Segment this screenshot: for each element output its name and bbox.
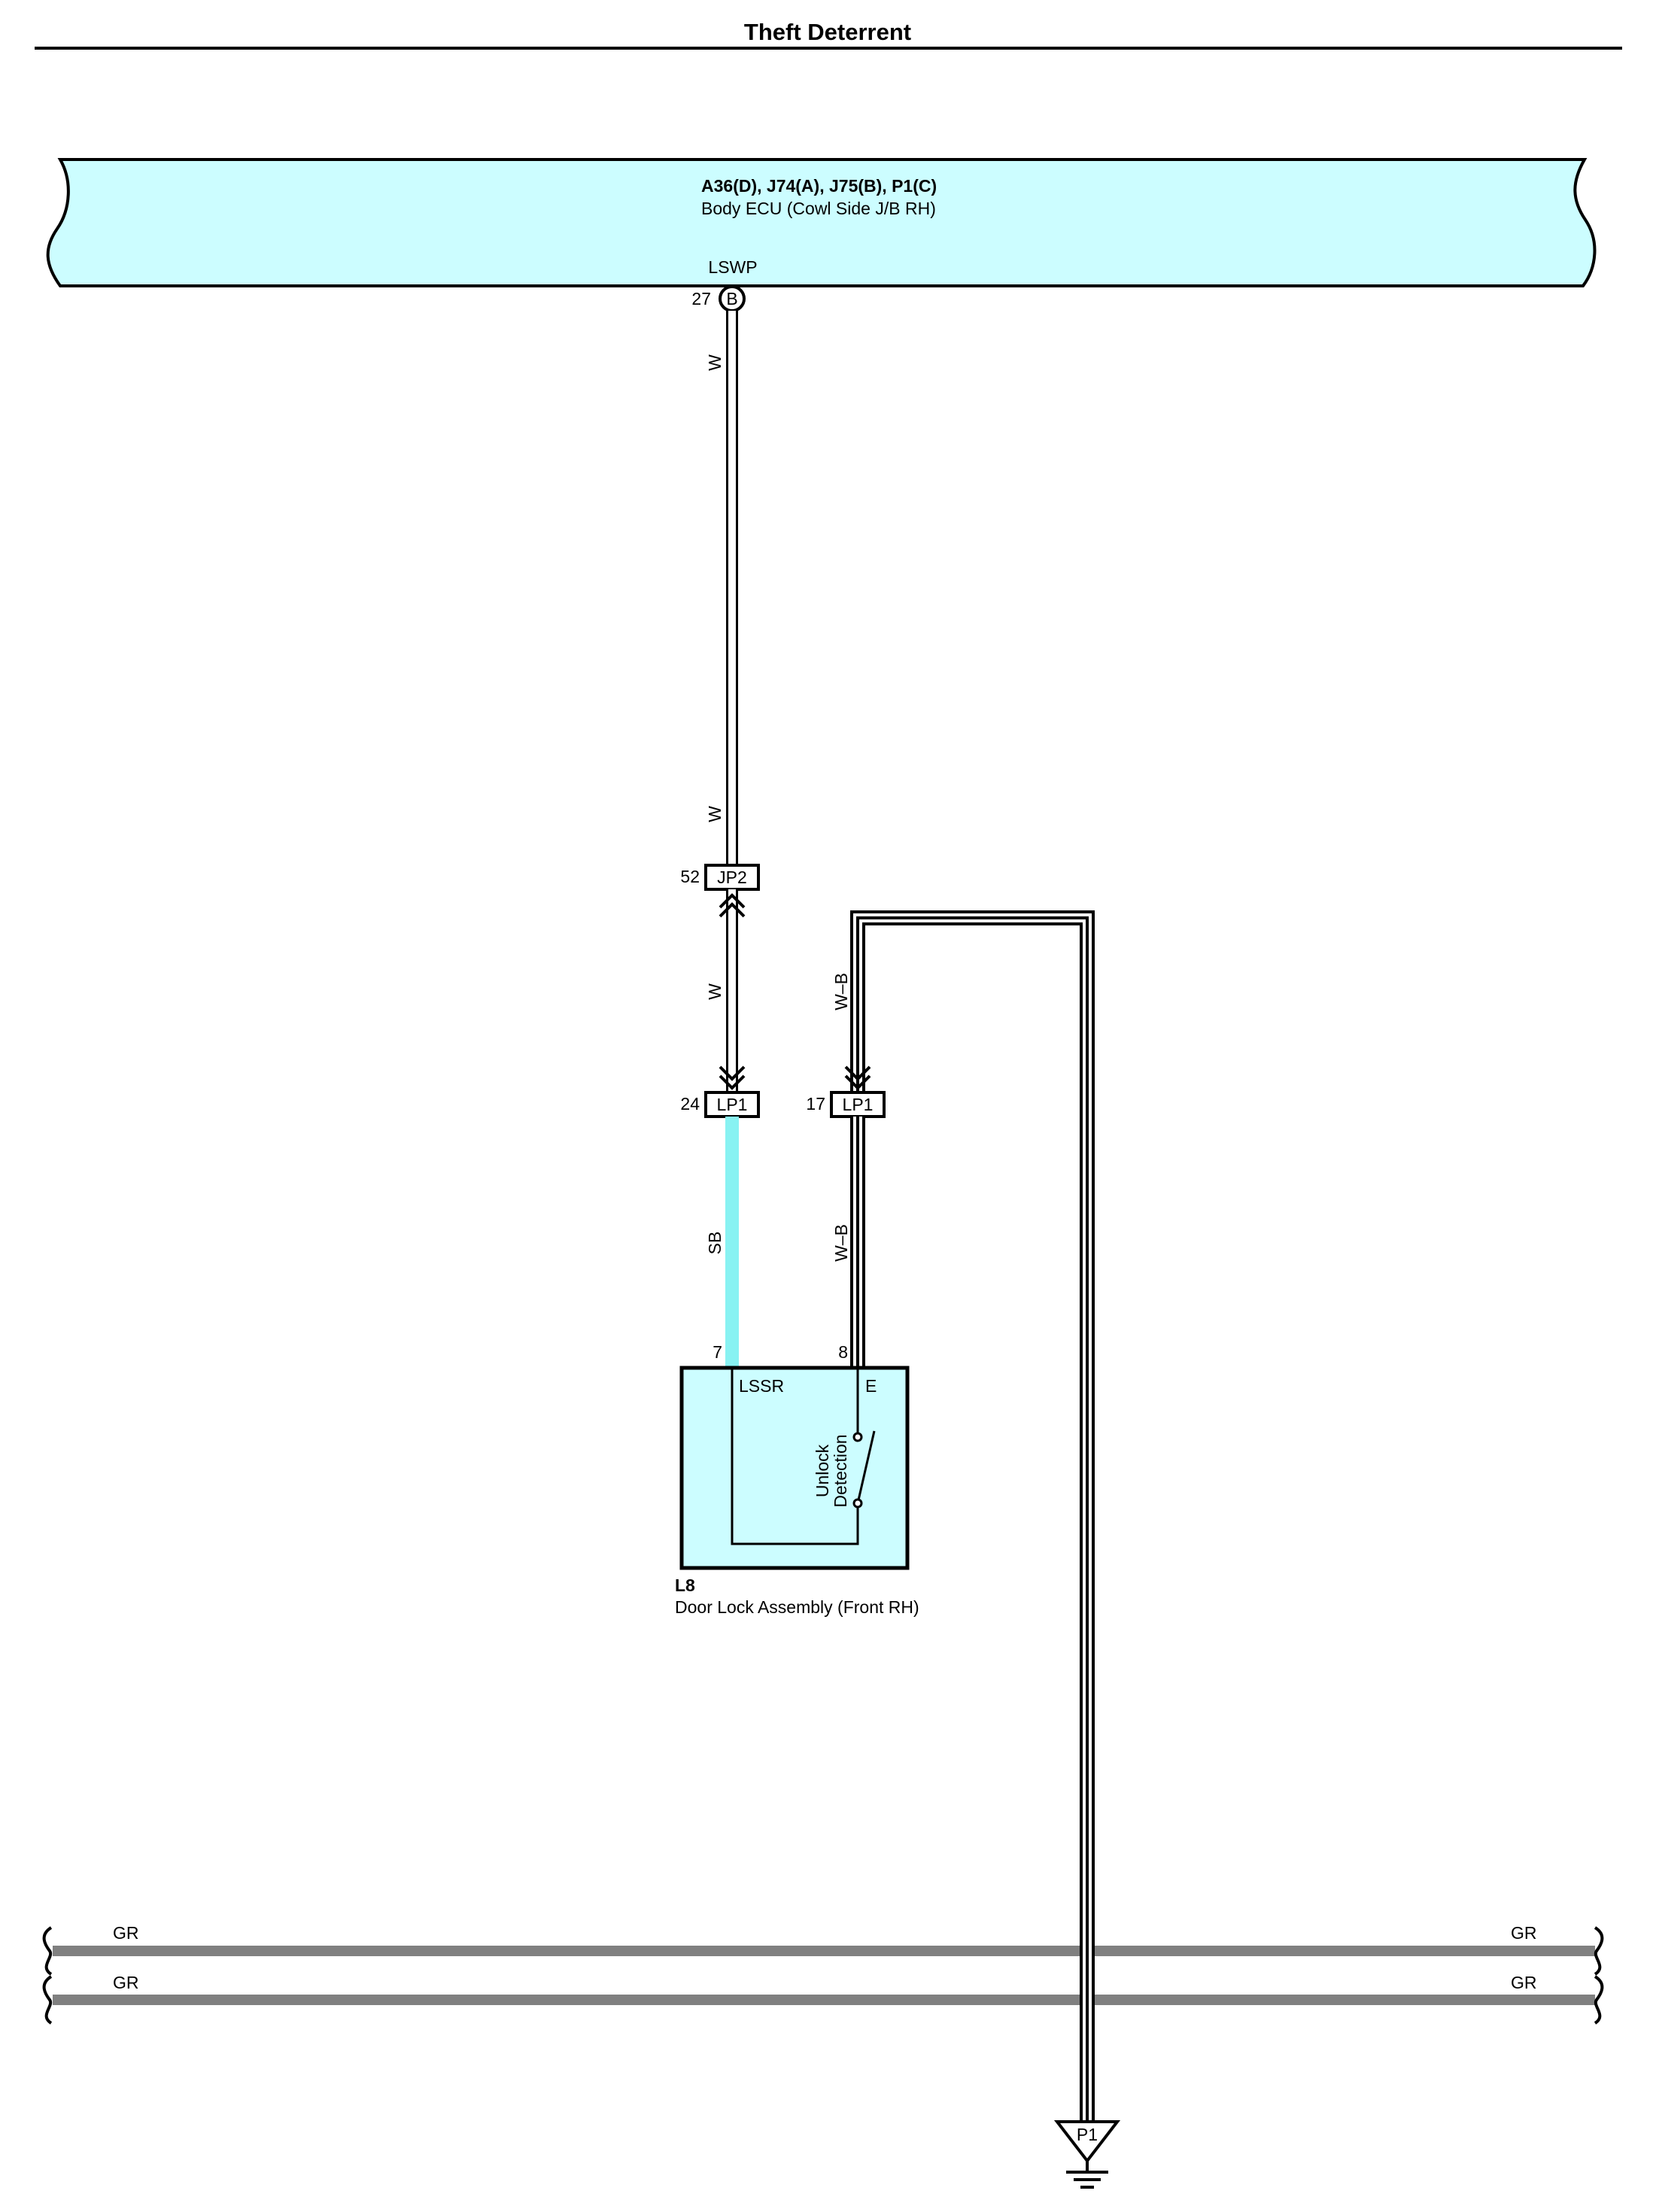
lp1-right-chevrons <box>844 1065 871 1090</box>
connector-jp2-label: JP2 <box>717 867 747 887</box>
body-ecu-block <box>46 158 1597 287</box>
wire-gr-top <box>42 1926 1604 1976</box>
door-lock-pin-8: 8 <box>838 1342 848 1362</box>
wire-gr-bottom <box>42 1975 1604 2025</box>
ecu-name: Body ECU (Cowl Side J/B RH) <box>701 199 936 218</box>
ecu-connector-ids: A36(D), J74(A), J75(B), P1(C) <box>701 176 937 196</box>
wire-color-w-mid: W <box>705 806 725 822</box>
wire-color-gr-top-left: GR <box>113 1923 139 1943</box>
jp2-inline-chevrons <box>719 893 746 918</box>
door-lock-name: Door Lock Assembly (Front RH) <box>675 1597 919 1617</box>
wire-color-wb-upper: W–B <box>831 973 851 1010</box>
ground-p1-label: P1 <box>1077 2125 1098 2144</box>
wire-color-w-low: W <box>705 983 725 1000</box>
connector-lp1-left-label: LP1 <box>717 1095 748 1114</box>
switch-label-detection: Detection <box>831 1434 850 1507</box>
ecu-terminal-lswp: LSWP <box>708 257 757 277</box>
jp2-pin-52: 52 <box>680 867 700 886</box>
wire-color-gr-top-right: GR <box>1511 1923 1537 1943</box>
connector-lp1-right-label: LP1 <box>843 1095 874 1114</box>
ground-bars <box>1066 2161 1108 2189</box>
wire-wb-upper <box>850 910 1095 2122</box>
door-lock-terminal-lssr: LSSR <box>739 1376 784 1396</box>
door-lock-terminal-e: E <box>865 1376 877 1396</box>
ecu-pin-27: 27 <box>691 289 711 308</box>
lp1-left-chevrons <box>719 1065 746 1090</box>
wire-color-gr-bottom-right: GR <box>1511 1973 1537 1992</box>
wire-color-w-top: W <box>705 354 725 371</box>
unlock-detection-circuit <box>731 1368 876 1545</box>
ecu-connector-b-label: B <box>726 289 737 308</box>
page-title: Theft Deterrent <box>744 19 911 45</box>
switch-contact-bottom <box>852 1498 863 1509</box>
switch-contact-top <box>852 1432 863 1442</box>
switch-label-unlock: Unlock <box>813 1444 832 1497</box>
ground-p1-symbol <box>1053 2120 1121 2164</box>
door-lock-pin-7: 7 <box>713 1342 722 1362</box>
door-lock-assembly-block <box>679 1366 910 1570</box>
wire-color-gr-bottom-left: GR <box>113 1973 139 1992</box>
wire-color-wb-lower: W–B <box>831 1224 851 1262</box>
connector-lp1-left <box>704 1091 760 1118</box>
lp1-right-pin-17: 17 <box>806 1094 825 1114</box>
wire-color-sb: SB <box>705 1232 725 1255</box>
door-lock-id: L8 <box>675 1575 695 1595</box>
lp1-left-pin-24: 24 <box>680 1094 700 1114</box>
